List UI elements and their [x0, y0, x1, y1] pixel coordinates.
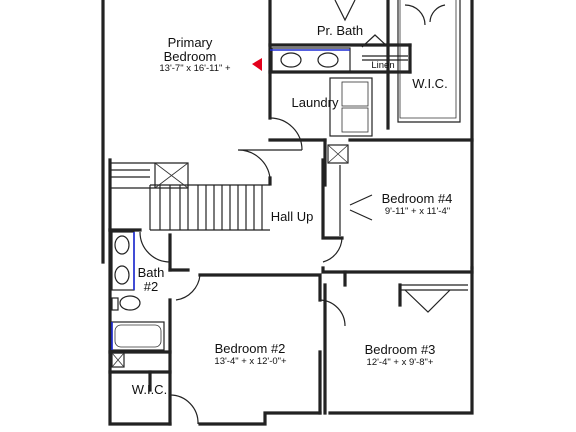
bedroom3-dims: 12'-4" + x 9'-8"+ — [366, 357, 434, 368]
bedroom2-dims: 13'-4" + x 12'-0"+ — [214, 356, 287, 367]
bath2-label: Bath #2 — [137, 265, 165, 295]
primary-bath-label: Pr. Bath — [316, 23, 364, 38]
bedroom4-closet — [327, 144, 349, 236]
wic-bedroom2-label: W.I.C. — [131, 382, 168, 397]
laundry-label: Laundry — [291, 95, 339, 110]
bedroom3-label: Bedroom #3 — [364, 342, 436, 357]
linen-label: Linen — [371, 60, 395, 71]
primary-closet — [397, 0, 461, 123]
hall-label: Hall Up — [270, 209, 314, 224]
laundry-appliances — [329, 77, 373, 137]
bedroom4-dims: 9'-11" + x 11'-4" — [384, 206, 451, 217]
warning-marker-icon — [252, 58, 262, 71]
staircase — [108, 158, 270, 232]
bedroom4-label: Bedroom #4 — [381, 191, 453, 206]
primary-bedroom-label: Primary Bedroom — [163, 35, 217, 65]
primary-bedroom-dims: 13'-7" x 16'-11" + — [159, 63, 231, 74]
bedroom2-label: Bedroom #2 — [214, 341, 286, 356]
door-swings — [139, 117, 468, 425]
wic-primary-label: W.I.C. — [412, 76, 448, 91]
bath-vanity — [270, 0, 408, 73]
exterior-walls — [101, 0, 474, 426]
wic2-closet — [111, 352, 125, 368]
bath2-fixtures — [111, 231, 165, 351]
